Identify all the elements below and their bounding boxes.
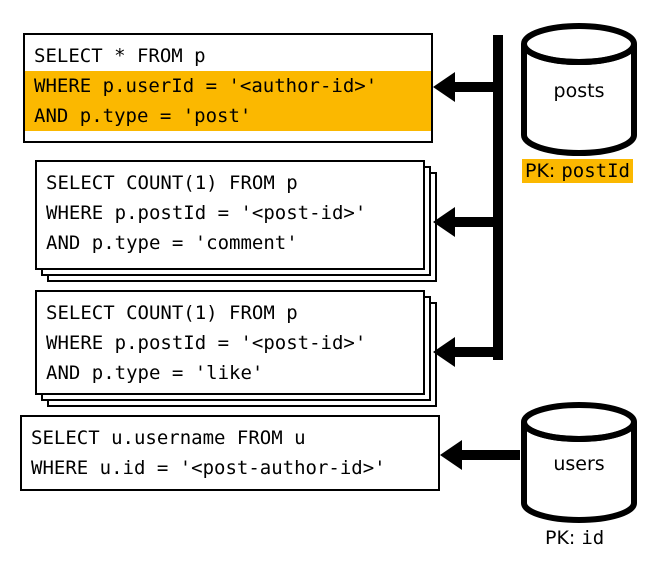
query-line: WHERE p.postId = '<post-id>' [46, 332, 367, 354]
connector-trunk-posts [493, 35, 503, 360]
query-line: WHERE p.postId = '<post-id>' [46, 202, 367, 224]
connector-users-query-4 [462, 450, 520, 460]
pk-key: postId [561, 160, 630, 182]
query-line: SELECT u.username FROM u [31, 427, 306, 449]
pk-prefix: PK: [545, 527, 582, 549]
pk-prefix: PK: [525, 160, 562, 182]
query-line: WHERE u.id = '<post-author-id>' [31, 457, 386, 479]
arrow-head-posts-query-3 [433, 337, 455, 367]
connector-branch-posts-query-2 [455, 217, 500, 227]
query-box-username-lookup[interactable]: SELECT u.username FROM u WHERE u.id = '<… [20, 415, 440, 491]
query-line: AND p.type = 'like' [46, 362, 264, 384]
query-line: SELECT COUNT(1) FROM p [46, 172, 298, 194]
datastore-label-posts: posts [553, 80, 605, 102]
connector-branch-posts-query-3 [455, 347, 500, 357]
query-line: SELECT COUNT(1) FROM p [46, 302, 298, 324]
primary-key-label-users: PK: id [545, 527, 604, 549]
datastore-users[interactable]: users [514, 398, 644, 536]
cylinder-icon [521, 402, 637, 523]
pk-key: id [581, 527, 605, 549]
datastore-label-users: users [553, 453, 605, 475]
arrow-head-posts-query-1 [433, 72, 455, 102]
query-box-comment-count[interactable]: SELECT COUNT(1) FROM p WHERE p.postId = … [35, 160, 425, 270]
query-line: SELECT * FROM p [34, 45, 206, 67]
query-line-highlighted: WHERE p.userId = '<author-id>' [25, 71, 431, 101]
arrow-head-users-query-4 [440, 440, 462, 470]
cylinder-icon [521, 23, 637, 156]
arrow-head-posts-query-2 [433, 207, 455, 237]
primary-key-label-posts: PK: postId [522, 159, 633, 183]
query-line-highlighted: AND p.type = 'post' [25, 101, 431, 131]
datastore-posts[interactable]: posts [514, 18, 644, 166]
query-box-like-count[interactable]: SELECT COUNT(1) FROM p WHERE p.postId = … [35, 290, 425, 395]
query-line: AND p.type = 'comment' [46, 232, 298, 254]
connector-branch-posts-query-1 [455, 82, 500, 92]
query-box-posts-by-author[interactable]: SELECT * FROM p WHERE p.userId = '<autho… [23, 33, 433, 143]
